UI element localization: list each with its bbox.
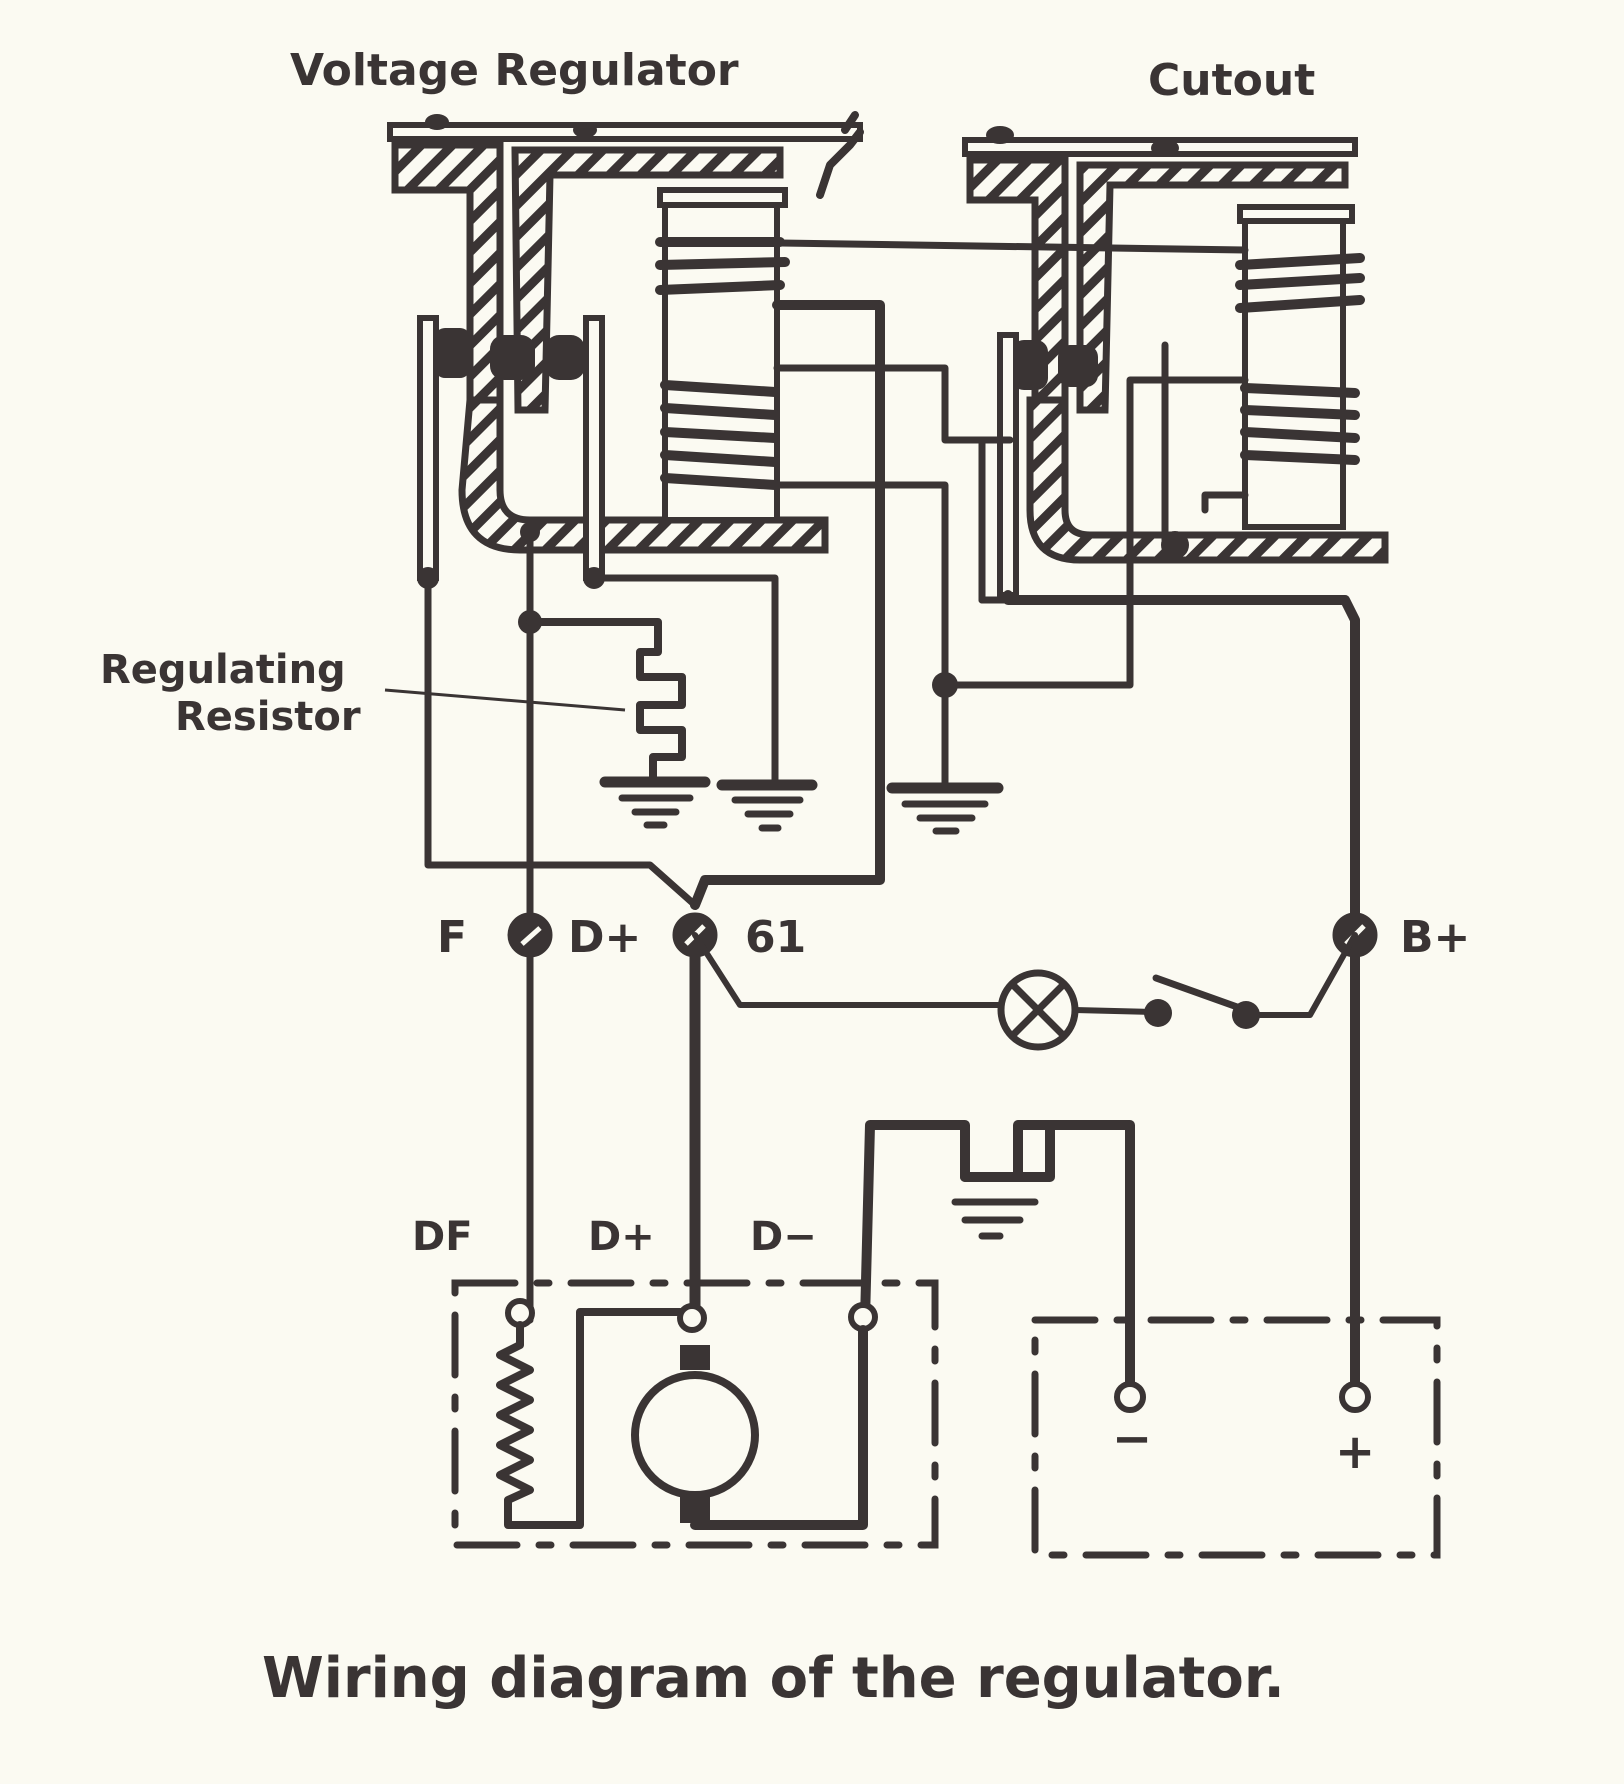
terminal-D-plus-label: D+ <box>568 912 641 963</box>
terminal-B-plus-label: B+ <box>1400 912 1470 963</box>
battery-outline <box>1031 1316 1441 1559</box>
battery-minus-terminal[interactable] <box>1114 1381 1146 1413</box>
generator-housing-outline <box>451 1279 939 1549</box>
cutout-coil-windings <box>1235 253 1365 465</box>
regulator-yoke <box>391 141 504 434</box>
regulating-resistor-label-line2: Resistor <box>175 694 361 740</box>
voltage-regulator-title: Voltage Regulator <box>290 45 739 96</box>
lamp-wire <box>692 932 1003 1008</box>
regulator-contact-left <box>435 328 470 378</box>
generator-D-plus-terminal[interactable] <box>677 1303 707 1333</box>
cutout-armature <box>1076 161 1349 414</box>
cutout <box>962 126 1389 598</box>
regulator-armature-spring <box>387 122 863 142</box>
ground-symbol <box>886 782 1004 835</box>
cutout-title: Cutout <box>1148 55 1315 106</box>
regulator-armature <box>511 146 784 414</box>
regulator-coil-windings <box>655 237 790 490</box>
regulating-resistor-label-line1: Regulating <box>100 647 346 693</box>
terminal-61-label: 61 <box>745 912 806 963</box>
voltage-regulator <box>387 111 864 581</box>
terminal-F[interactable] <box>507 912 553 958</box>
battery-plus-terminal[interactable] <box>1339 1381 1371 1413</box>
ignition-switch-icon[interactable] <box>1144 974 1260 1029</box>
generator <box>451 1279 939 1549</box>
charge-warning-lamp-icon <box>997 969 1079 1051</box>
internal-wiring <box>417 239 1360 940</box>
terminal-F-label: F <box>437 912 467 963</box>
battery-minus-label: − <box>1112 1411 1152 1467</box>
field-winding-icon <box>496 1308 684 1529</box>
battery: − + <box>1031 1316 1441 1559</box>
ground-symbol <box>716 779 818 832</box>
regulating-resistor <box>384 618 686 784</box>
generator-D-plus-label: D+ <box>588 1214 655 1260</box>
ground-symbol <box>599 776 711 829</box>
generator-DF-label: DF <box>412 1214 473 1260</box>
generator-D-minus-label: D− <box>750 1214 817 1260</box>
battery-plus-label: + <box>1335 1424 1375 1480</box>
resistor-leader-line <box>384 688 626 712</box>
figure-caption: Wiring diagram of the regulator. <box>262 1646 1285 1711</box>
armature-icon <box>631 1371 759 1499</box>
